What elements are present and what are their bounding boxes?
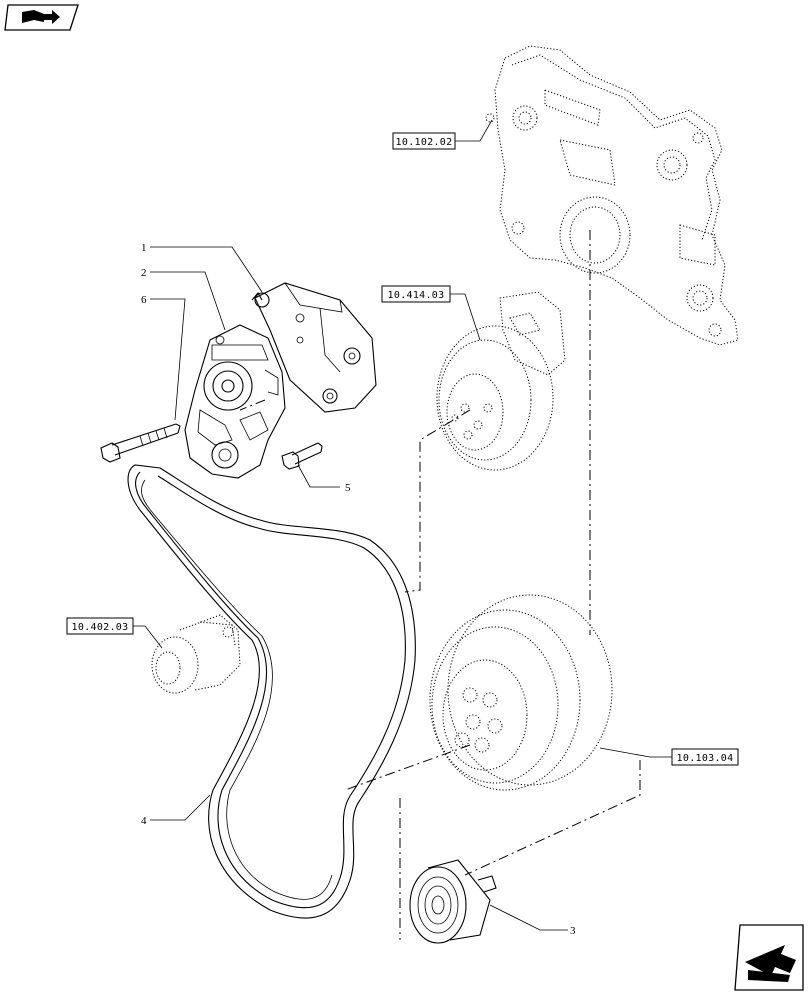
ref-box-10-102-02[interactable]: 10.102.02 <box>392 132 456 150</box>
crankshaft-pulley <box>429 594 613 791</box>
ref-box-10-414-03[interactable]: 10.414.03 <box>381 285 451 303</box>
ref-label-10-414-03: 10.414.03 <box>388 290 445 301</box>
idler-pulley-assembly <box>151 614 241 694</box>
ref-box-10-402-03[interactable]: 10.402.03 <box>66 617 134 635</box>
ref-box-10-103-04[interactable]: 10.103.04 <box>671 748 739 766</box>
idler-pulley <box>409 859 497 944</box>
ref-label-10-102-02: 10.102.02 <box>396 137 453 148</box>
tensioner-bracket <box>251 282 377 413</box>
callout-3: 3 <box>570 925 576 937</box>
timing-cover <box>485 45 739 346</box>
callout-5: 5 <box>345 482 351 494</box>
long-bolt <box>100 423 181 463</box>
ref-label-10-103-04: 10.103.04 <box>677 753 734 764</box>
short-bolt <box>281 442 323 470</box>
book-arrow-icon[interactable] <box>4 4 79 31</box>
callout-1: 1 <box>141 242 147 254</box>
alignment-centerlines <box>239 230 641 940</box>
callout-6: 6 <box>141 294 147 306</box>
drive-belt <box>127 464 416 919</box>
callout-leaders <box>133 119 672 931</box>
callout-2: 2 <box>141 267 147 279</box>
next-page-arrow-icon[interactable] <box>734 924 804 991</box>
callout-4: 4 <box>141 815 147 827</box>
water-pump <box>436 291 566 471</box>
belt-tensioner <box>184 324 286 479</box>
ref-label-10-402-03: 10.402.03 <box>72 622 129 633</box>
